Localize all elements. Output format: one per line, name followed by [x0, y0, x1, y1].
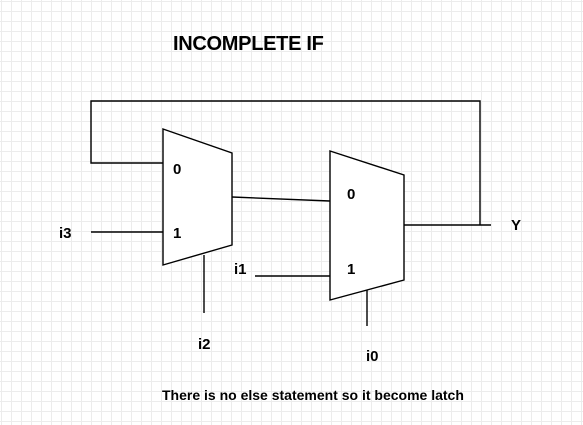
latch-note: There is no else statement so it become … — [162, 387, 464, 403]
mux-first[interactable] — [162, 128, 233, 266]
mux-link-wire[interactable] — [231, 196, 331, 202]
mux-second[interactable] — [329, 150, 405, 301]
signal-i0-label: i0 — [366, 348, 379, 365]
diagram-title: INCOMPLETE IF — [173, 33, 324, 55]
mux-first-input-1-label: 1 — [173, 225, 182, 242]
signal-i2-label: i2 — [198, 336, 211, 353]
signal-i1-label: i1 — [234, 261, 247, 278]
signal-i3-label: i3 — [59, 225, 72, 242]
output-y-label: Y — [511, 217, 522, 234]
mux-second-input-1-label: 1 — [347, 261, 356, 278]
mux-second-input-0-label: 0 — [347, 186, 356, 203]
feedback-wire[interactable] — [90, 100, 481, 225]
mux-first-input-0-label: 0 — [173, 161, 182, 178]
